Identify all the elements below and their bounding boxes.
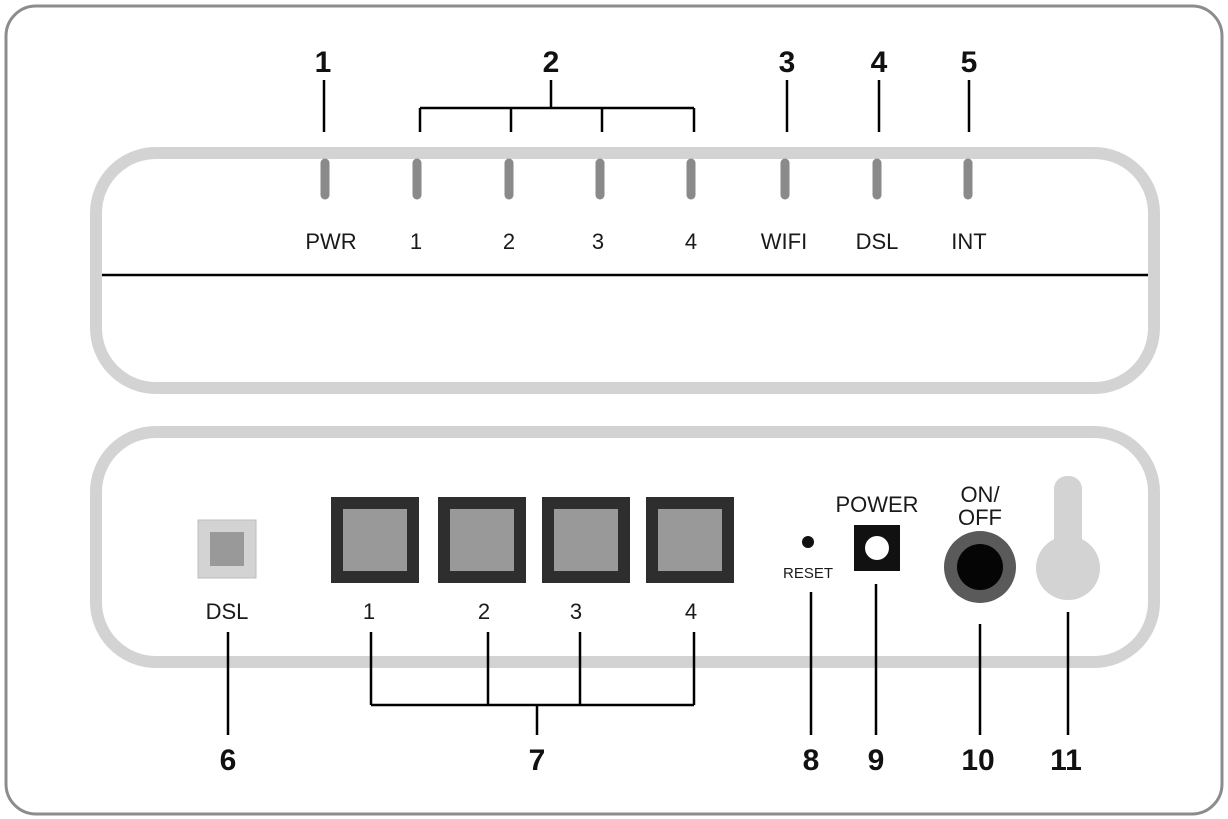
lan-port-3-socket [554, 509, 618, 571]
back-panel-frame [90, 426, 1160, 668]
lan-port-label-3: 3 [570, 599, 582, 624]
callout-6: 6 [220, 744, 237, 777]
lan-port-label-2: 2 [478, 599, 490, 624]
reset-pinhole [802, 536, 814, 548]
callout-3: 3 [779, 46, 796, 79]
leader-7 [369, 632, 696, 735]
callout-1: 1 [315, 46, 332, 79]
lan-port-4-socket [658, 509, 722, 571]
callout-8: 8 [803, 744, 820, 777]
power-jack-label: POWER [835, 492, 918, 517]
led-label-int: INT [951, 229, 986, 254]
front-callouts: 1 2 3 4 5 [315, 46, 978, 132]
front-panel-frame [90, 147, 1160, 394]
wall-mount-hole [1036, 536, 1100, 600]
outer-border [4, 4, 1224, 816]
led-label-wifi: WIFI [761, 229, 807, 254]
led-label-lan1: 1 [410, 229, 422, 254]
wall-mount-slot [1054, 476, 1082, 556]
reset-label: RESET [783, 565, 833, 582]
leader-2 [418, 80, 696, 132]
callout-7: 7 [529, 744, 546, 777]
callout-9: 9 [868, 744, 885, 777]
back-panel: DSL 1 2 3 4 RESET POWER ON/ OFF [90, 426, 1160, 668]
dsl-port-socket [210, 532, 244, 566]
led-label-lan2: 2 [503, 229, 515, 254]
callout-4: 4 [871, 46, 888, 79]
switch-label-line2: OFF [958, 505, 1002, 530]
lan-port-label-1: 1 [363, 599, 375, 624]
led-label-lan3: 3 [592, 229, 604, 254]
lan-port-1-socket [343, 509, 407, 571]
power-jack-hole [865, 536, 889, 560]
led-label-dsl: DSL [856, 229, 899, 254]
dsl-port-label: DSL [206, 599, 249, 624]
switch-label-line1: ON/ [960, 482, 1000, 507]
led-label-pwr: PWR [305, 229, 356, 254]
led-label-lan4: 4 [685, 229, 697, 254]
callout-11: 11 [1050, 744, 1082, 777]
back-callouts: 6 7 8 9 10 11 [220, 584, 1082, 777]
front-panel: PWR 1 2 3 4 WIFI DSL INT [90, 147, 1160, 394]
lan-port-label-4: 4 [685, 599, 697, 624]
lan-port-2-socket [450, 509, 514, 571]
callout-5: 5 [961, 46, 978, 79]
callout-2: 2 [543, 46, 560, 79]
callout-10: 10 [961, 744, 994, 777]
power-switch [957, 544, 1003, 590]
